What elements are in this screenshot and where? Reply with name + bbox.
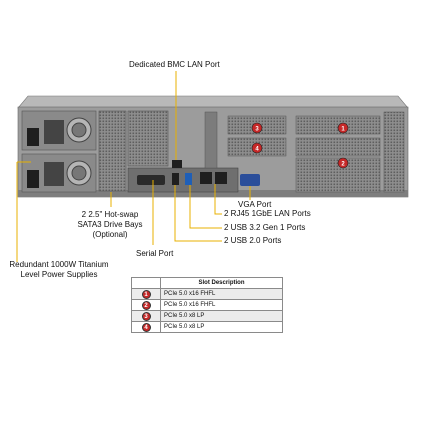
usb32-ports-label: 2 USB 3.2 Gen 1 Ports — [224, 223, 306, 232]
bmc-port-label: Dedicated BMC LAN Port — [129, 60, 220, 69]
table-row: 3 PCIe 5.0 x8 LP — [131, 310, 283, 322]
pcie-area — [204, 111, 405, 193]
table-row: 4 PCIe 5.0 x8 LP — [131, 321, 283, 333]
usb-3-2-ports — [185, 173, 192, 185]
slot-badge: 3 — [141, 311, 151, 321]
slot-badge: 2 — [141, 300, 151, 310]
slot-badge: 1 — [141, 289, 151, 299]
bmc-lan-port — [172, 160, 182, 168]
serial-port-label: Serial Port — [136, 249, 174, 258]
table-header-spacer — [131, 277, 161, 289]
usb20-ports-label: 2 USB 2.0 Ports — [224, 236, 282, 245]
slot-desc: PCIe 5.0 x8 LP — [160, 321, 283, 333]
slot-marker: 1 — [337, 122, 349, 134]
slot-desc: PCIe 5.0 x8 LP — [160, 310, 283, 322]
slot-desc: PCIe 5.0 x16 FHFL — [160, 288, 283, 300]
vga-port-label: VGA Port — [238, 200, 272, 209]
psu-line-2: Level Power Supplies — [20, 270, 98, 279]
slot-badge: 4 — [141, 322, 151, 332]
slot-marker: 3 — [251, 122, 263, 134]
lan-port-2 — [215, 172, 227, 184]
psu-label: Redundant 1000W Titanium Level Power Sup… — [4, 260, 114, 280]
power-supply-bottom — [21, 153, 97, 193]
slot-markers: 1 2 3 4 — [251, 122, 349, 169]
leader-lines — [16, 71, 251, 262]
slot-description-table: Slot Description 1 PCIe 5.0 x16 FHFL 2 P… — [131, 277, 283, 333]
drive-bay-vent — [98, 110, 127, 192]
io-panel — [127, 160, 260, 193]
slot-desc: PCIe 5.0 x16 FHFL — [160, 299, 283, 311]
slot-marker: 2 — [337, 157, 349, 169]
table-header-row: Slot Description — [131, 277, 283, 289]
lan-port-1 — [200, 172, 212, 184]
usb-2-0-ports — [172, 173, 179, 185]
drive-bays-line-3: (Optional) — [92, 230, 128, 239]
vga-port — [240, 174, 260, 186]
serial-port — [137, 175, 165, 185]
svg-text:2: 2 — [341, 162, 345, 168]
rear-vent — [127, 110, 169, 167]
lan-ports-label: 2 RJ45 1GbE LAN Ports — [224, 209, 311, 218]
slot-marker: 4 — [251, 142, 263, 154]
drive-bays-line-2: SATA3 Drive Bays — [77, 220, 143, 229]
psu-line-1: Redundant 1000W Titanium — [9, 260, 109, 269]
svg-text:4: 4 — [255, 147, 259, 153]
drive-bays-line-1: 2 2.5" Hot-swap — [81, 210, 139, 219]
table-row: 1 PCIe 5.0 x16 FHFL — [131, 288, 283, 300]
drive-bays-label: 2 2.5" Hot-swap SATA3 Drive Bays (Option… — [70, 210, 150, 240]
svg-text:3: 3 — [255, 127, 259, 133]
table-row: 2 PCIe 5.0 x16 FHFL — [131, 299, 283, 311]
svg-text:1: 1 — [341, 127, 345, 133]
table-header: Slot Description — [160, 277, 283, 289]
power-supply-top — [21, 110, 97, 151]
